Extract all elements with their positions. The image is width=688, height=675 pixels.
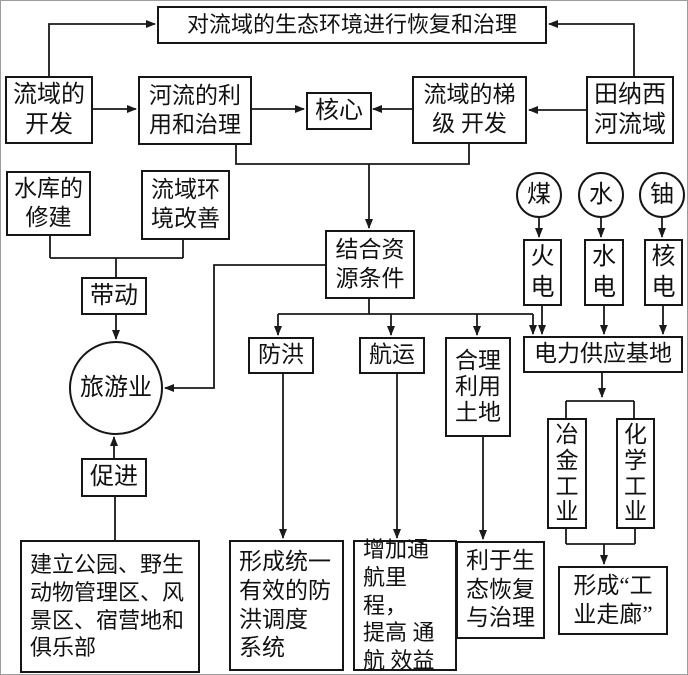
- node-parks-establishment: 建立公园、野生 动物管理区、风 景区、宿营地和 俱乐部: [20, 540, 200, 673]
- node-thermal-power: 火 电: [523, 239, 562, 306]
- node-promote-label: 促进: [81, 458, 147, 497]
- arrow-combine-to-tourism: [164, 264, 325, 392]
- node-chemical-industry: 化 学 工 业: [616, 418, 655, 529]
- node-tennessee-river-basin: 田纳西 河流域: [586, 76, 674, 144]
- node-environment-improvement: 流域环 境改善: [141, 170, 230, 240]
- node-water-circle: 水: [578, 172, 624, 218]
- node-eco-restoration: 利于生 态恢复 与治理: [456, 541, 545, 639]
- node-industrial-corridor: 形成“工 业走廊”: [558, 566, 668, 635]
- node-drive-label: 带动: [81, 277, 147, 315]
- arrow-basin-to-restore: [48, 20, 156, 76]
- line-merge-to-drive: [49, 236, 184, 277]
- arrow-industries-to-corridor: [565, 529, 636, 565]
- node-core: 核心: [306, 92, 372, 130]
- node-hydro-power: 水 电: [584, 239, 624, 306]
- node-combine-resources: 结合资 源条件: [325, 230, 415, 299]
- arrow-combine-distribution: [274, 298, 537, 336]
- node-tourism-circle: 旅游业: [69, 341, 163, 435]
- node-metallurgy-industry: 冶 金 工 业: [547, 418, 587, 529]
- node-nuclear-power: 核 电: [644, 239, 683, 306]
- arrow-merge-to-combine: [235, 144, 470, 229]
- node-flood-dispatch-system: 形成统一 有效的防 洪调度 系统: [229, 540, 344, 671]
- node-coal-circle: 煤: [516, 172, 562, 218]
- node-uranium-circle: 铀: [639, 172, 685, 218]
- arrow-tennessee-to-restore: [548, 20, 635, 76]
- node-cascade-development: 流域的梯 级 开发: [412, 76, 527, 144]
- node-flood-control: 防洪: [248, 337, 314, 374]
- node-restore-governance: 对流域的生态环境进行恢复和治理: [157, 6, 547, 44]
- node-reservoir-construction: 水库的 修建: [6, 171, 91, 236]
- arrow-powerbase-to-industries: [565, 373, 635, 418]
- node-rational-land-use: 合理 利用 土地: [445, 337, 511, 437]
- node-river-use-governance: 河流的利 用和治理: [138, 76, 252, 145]
- node-navigation-benefit: 增加通 航里程， 提高 通 航 效益: [353, 537, 457, 673]
- node-basin-development: 流域的 开发: [5, 76, 93, 144]
- node-shipping: 航运: [359, 337, 425, 374]
- node-power-supply-base: 电力供应基地: [523, 336, 683, 373]
